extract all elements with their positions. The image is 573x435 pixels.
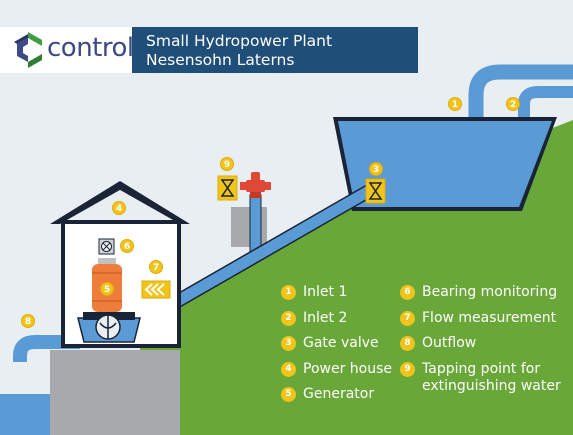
bearing-monitoring-icon: [98, 238, 115, 255]
legend-badge: 9: [400, 362, 415, 377]
badge-flow-measurement: 7: [149, 260, 163, 274]
logo-text: control: [47, 33, 134, 63]
legend-label-wrap: Tapping point for extinguishing water: [422, 361, 561, 395]
legend-label: Tapping point for: [422, 361, 541, 377]
tapping-valve-icon: [217, 175, 238, 201]
legend-item-inlet-1: 1 Inlet 1: [281, 284, 347, 301]
badge-power-house: 4: [112, 201, 126, 215]
legend-item-power-house: 4 Power house: [281, 361, 392, 378]
legend-item-flow-measurement: 7 Flow measurement: [400, 310, 556, 327]
inlet-2-pipe: [518, 86, 573, 120]
title-line-2: Nesensohn Laterns: [146, 51, 295, 69]
legend-item-inlet-2: 2 Inlet 2: [281, 310, 347, 327]
legend-item-gate-valve: 3 Gate valve: [281, 335, 379, 352]
badge-inlet-1: 1: [448, 97, 462, 111]
hydrant-icon: [240, 172, 271, 198]
legend-label: Generator: [303, 386, 375, 402]
legend-label: Power house: [303, 361, 392, 377]
badge-inlet-2: 2: [506, 97, 520, 111]
reservoir-water: [338, 121, 552, 207]
legend-badge: 8: [400, 336, 415, 351]
badge-tapping-point: 9: [220, 157, 234, 171]
legend-badge: 2: [281, 311, 296, 326]
control-logo-icon: [14, 32, 42, 68]
legend-badge: 3: [281, 336, 296, 351]
legend-label: Inlet 2: [303, 310, 348, 326]
legend-badge: 7: [400, 311, 415, 326]
legend-item-generator: 5 Generator: [281, 386, 374, 403]
turbine-icon: [95, 314, 121, 340]
legend-label-line-2: extinguishing water: [422, 378, 561, 394]
gate-valve-icon: [365, 178, 386, 204]
legend-item-tapping-point: 9 Tapping point for extinguishing water: [400, 361, 561, 395]
flow-measurement-icon: [141, 280, 171, 299]
power-house-roof: [50, 181, 190, 224]
badge-gate-valve: 3: [369, 162, 383, 176]
title-bar: Small Hydropower Plant Nesensohn Laterns: [132, 27, 418, 73]
legend-label: Inlet 1: [303, 284, 348, 300]
badge-outflow: 8: [21, 314, 35, 328]
title-line-1: Small Hydropower Plant: [146, 32, 333, 50]
legend-badge: 5: [281, 387, 296, 402]
badge-bearing-monitoring: 6: [120, 239, 134, 253]
legend-label: Outflow: [422, 335, 477, 351]
legend-badge: 4: [281, 362, 296, 377]
logo: control: [0, 27, 134, 73]
legend-badge: 1: [281, 285, 296, 300]
outflow-water: [0, 394, 50, 435]
legend-label: Gate valve: [303, 335, 379, 351]
outflow-foundation: [50, 350, 180, 435]
outflow-pipe: [13, 335, 80, 362]
legend-item-bearing-monitoring: 6 Bearing monitoring: [400, 284, 557, 301]
badge-generator: 5: [100, 282, 114, 296]
legend-item-outflow: 8 Outflow: [400, 335, 476, 352]
tapping-point-wall: [231, 207, 267, 247]
legend-label: Bearing monitoring: [422, 284, 558, 300]
legend-badge: 6: [400, 285, 415, 300]
inlet-1-pipe: [468, 64, 573, 120]
legend-label: Flow measurement: [422, 310, 557, 326]
